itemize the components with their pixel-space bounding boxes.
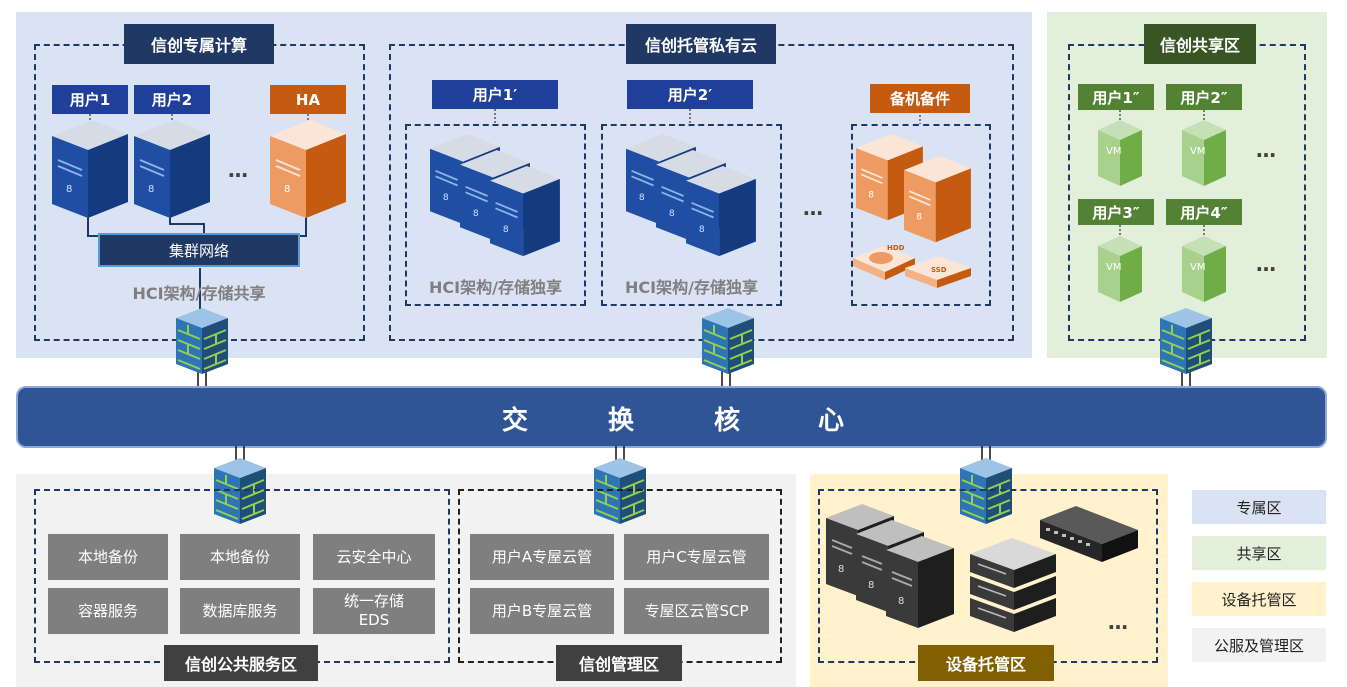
- core-char: 心: [818, 406, 845, 436]
- network-switch-icon: [1040, 506, 1138, 562]
- spare-parts-tag: 备机备件: [870, 84, 970, 113]
- user-2-tag: 用户2: [134, 85, 210, 114]
- public-service-title: 信创公共服务区: [164, 645, 318, 681]
- user-2pp-tag: 用户2″: [1166, 84, 1242, 110]
- cluster-network-bar: 集群网络: [98, 233, 300, 267]
- service-cell: 云安全中心: [313, 534, 435, 580]
- ellipsis: …: [803, 196, 825, 220]
- management-title: 信创管理区: [556, 645, 682, 681]
- management-cell: 专屋区云管SCP: [624, 588, 769, 634]
- service-cell: 数据库服务: [180, 588, 300, 634]
- user-4pp-tag: 用户4″: [1166, 199, 1242, 225]
- legend-public-management: 公服及管理区: [1192, 628, 1326, 662]
- ha-tag: HA: [270, 85, 346, 114]
- vm-label: VM: [1106, 146, 1121, 157]
- user-1-tag: 用户1: [52, 85, 128, 114]
- vm-icon: VM: [1182, 120, 1226, 186]
- hci-box-2: [601, 124, 782, 306]
- hci-caption-2: HCI架构/存储独享: [625, 278, 758, 297]
- user-2p-tag: 用户2′: [627, 80, 753, 109]
- hosted-private-cloud-title: 信创托管私有云: [626, 24, 776, 64]
- vm-icon: VM: [1098, 236, 1142, 302]
- management-cell: 用户B专屋云管: [470, 588, 614, 634]
- service-cell: 本地备份: [180, 534, 300, 580]
- hosted-connectors: [494, 109, 921, 124]
- vm-label: VM: [1190, 146, 1205, 157]
- ellipsis: …: [228, 158, 250, 182]
- service-cell: 本地备份: [48, 534, 168, 580]
- ellipsis: …: [1256, 252, 1278, 276]
- core-char: 换: [608, 406, 635, 436]
- vm-label: VM: [1190, 262, 1205, 273]
- rack-server-icon: [970, 538, 1056, 632]
- core-char: 核: [714, 406, 741, 436]
- ellipsis: …: [1256, 138, 1278, 162]
- black-server-icon: [885, 535, 955, 629]
- spare-parts-box: [851, 124, 991, 306]
- hdd-icon: HDD: [853, 244, 915, 280]
- lower-links: [235, 446, 991, 470]
- ellipsis: …: [1108, 610, 1130, 634]
- vm-label: VM: [1106, 262, 1121, 273]
- user-1pp-tag: 用户1″: [1078, 84, 1154, 110]
- switch-core-bar: 交 换 核 心: [16, 386, 1327, 448]
- service-cell: 容器服务: [48, 588, 168, 634]
- legend-shared: 共享区: [1192, 536, 1326, 570]
- hdd-label: HDD: [887, 244, 905, 252]
- shared-zone-title: 信创共享区: [1144, 24, 1256, 64]
- management-cell: 用户A专屋云管: [470, 534, 614, 580]
- hci-box-1: [405, 124, 586, 306]
- shared-zone-panel: [1047, 12, 1327, 358]
- user-3pp-tag: 用户3″: [1078, 199, 1154, 225]
- service-cell: 统一存储 EDS: [313, 588, 435, 634]
- ssd-icon: SSD: [905, 256, 971, 288]
- core-char: 交: [502, 406, 529, 436]
- dedicated-compute-title: 信创专属计算: [124, 24, 274, 64]
- device-hosting-title: 设备托管区: [918, 645, 1054, 681]
- legend-device-hosting: 设备托管区: [1192, 582, 1326, 616]
- vm-icon: VM: [1182, 236, 1226, 302]
- management-cell: 用户C专屋云管: [624, 534, 769, 580]
- vm-icon: VM: [1098, 120, 1142, 186]
- user-1p-tag: 用户1′: [432, 80, 558, 109]
- ssd-label: SSD: [931, 266, 947, 274]
- legend-dedicated: 专属区: [1192, 490, 1326, 524]
- hci-caption-1: HCI架构/存储独享: [429, 278, 562, 297]
- dedicated-caption: HCI架构/存储共享: [132, 284, 266, 303]
